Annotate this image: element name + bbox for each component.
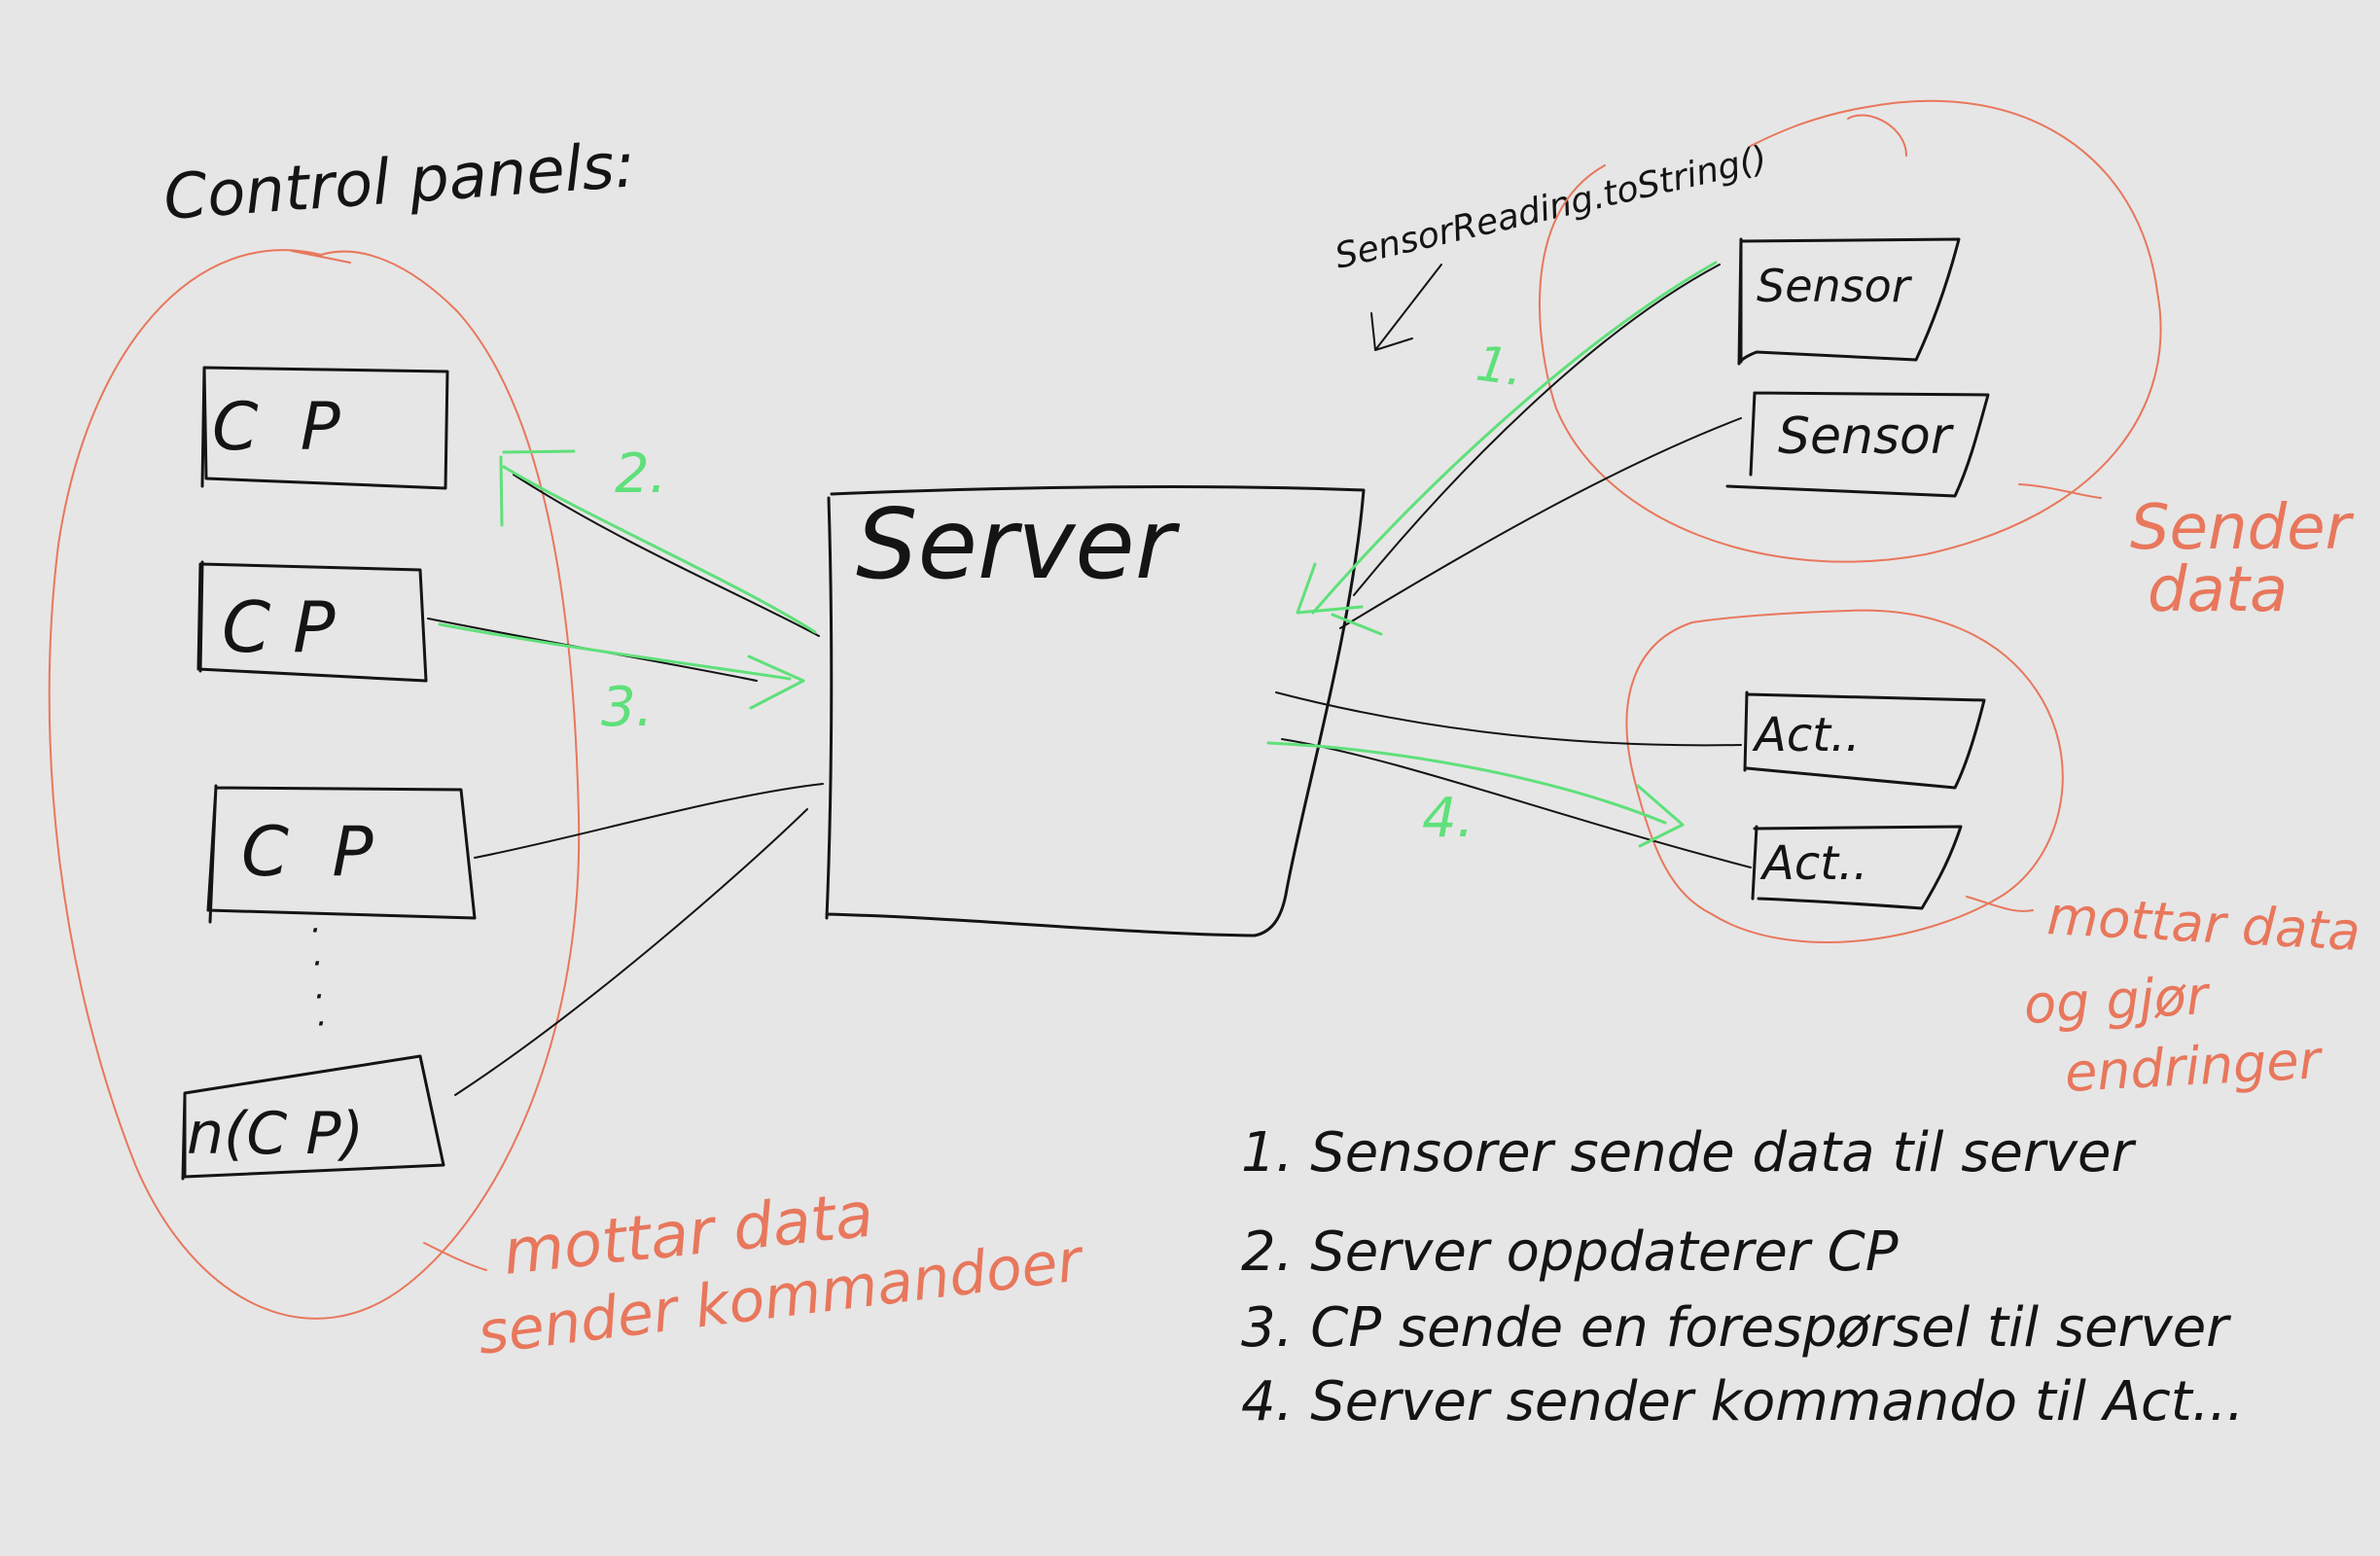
server-box: Server	[825, 485, 1366, 937]
link-server-act1	[1275, 691, 1742, 747]
flow-arrow-2	[499, 449, 817, 634]
link-sensor1-server	[1353, 264, 1721, 596]
control-panel-label: C P	[241, 812, 373, 892]
more-panels-ellipsis: ····	[309, 911, 326, 1043]
actuators-group-outline	[1625, 609, 2064, 943]
server-label: Server	[856, 487, 1181, 601]
control-panel-box: C P	[206, 784, 477, 924]
sensors-annotation-line2: data	[2148, 554, 2288, 626]
method-note-arrow	[1370, 264, 1442, 351]
sensors-annotation-line1: Sender	[2130, 492, 2355, 564]
step-4: 4. Server sender kommando til Act...	[1241, 1370, 2244, 1433]
sensor-label: Sensor	[1778, 407, 1955, 466]
control-panel-label: C P	[212, 389, 340, 466]
actuators-annotation-line2: og gjør	[2022, 965, 2212, 1036]
flow-arrow-1	[1296, 261, 1718, 636]
control-panel-label: n(C P)	[187, 1100, 364, 1168]
actuator-label: Act..	[1752, 708, 1861, 762]
actuators-annotation-line3: endringer	[2063, 1029, 2325, 1104]
flow-arrow-4	[1266, 741, 1685, 848]
link-cp1-server	[513, 474, 820, 637]
step-2: 2. Server oppdaterer CP	[1241, 1220, 1899, 1284]
control-panels-heading: Control panels:	[161, 129, 638, 234]
actuators-annotation-tick	[1966, 896, 2034, 912]
method-note: SensorReading.toString()	[1332, 139, 1771, 277]
control-panel-label: C P	[222, 586, 336, 668]
control-panel-box: C P	[196, 560, 428, 683]
control-panel-box: n(C P)	[181, 1054, 445, 1181]
control-panel-box: C P	[200, 366, 449, 490]
step-3: 3. CP sende en forespørsel til server	[1241, 1296, 2231, 1360]
flow-number-4: 4.	[1422, 787, 1474, 850]
actuator-box: Act..	[1743, 690, 1986, 790]
link-cpn-server	[454, 808, 808, 1096]
flow-arrow-3	[438, 622, 805, 710]
sensors-annotation-tick	[2018, 483, 2102, 499]
actuator-box: Act..	[1751, 825, 1963, 910]
sensor-label: Sensor	[1757, 260, 1913, 312]
control-panels-annotation-tick	[423, 1242, 487, 1271]
control-panels-group-outline	[48, 249, 581, 1320]
step-1: 1. Sensorer sende data til server	[1241, 1121, 2136, 1185]
link-server-act2	[1281, 738, 1752, 868]
sensor-box: Sensor	[1737, 237, 1961, 366]
actuator-label: Act..	[1759, 836, 1868, 891]
link-sensor2-server	[1339, 417, 1742, 629]
flow-number-3: 3.	[601, 676, 653, 739]
sensors-group-outline	[1538, 99, 2162, 563]
flow-number-2: 2.	[615, 442, 666, 506]
actuators-annotation-line1: mottar data	[2045, 885, 2362, 963]
link-cp3-server	[474, 783, 824, 859]
sensor-box: Sensor	[1725, 391, 1990, 498]
flow-number-1: 1.	[1473, 335, 1526, 397]
